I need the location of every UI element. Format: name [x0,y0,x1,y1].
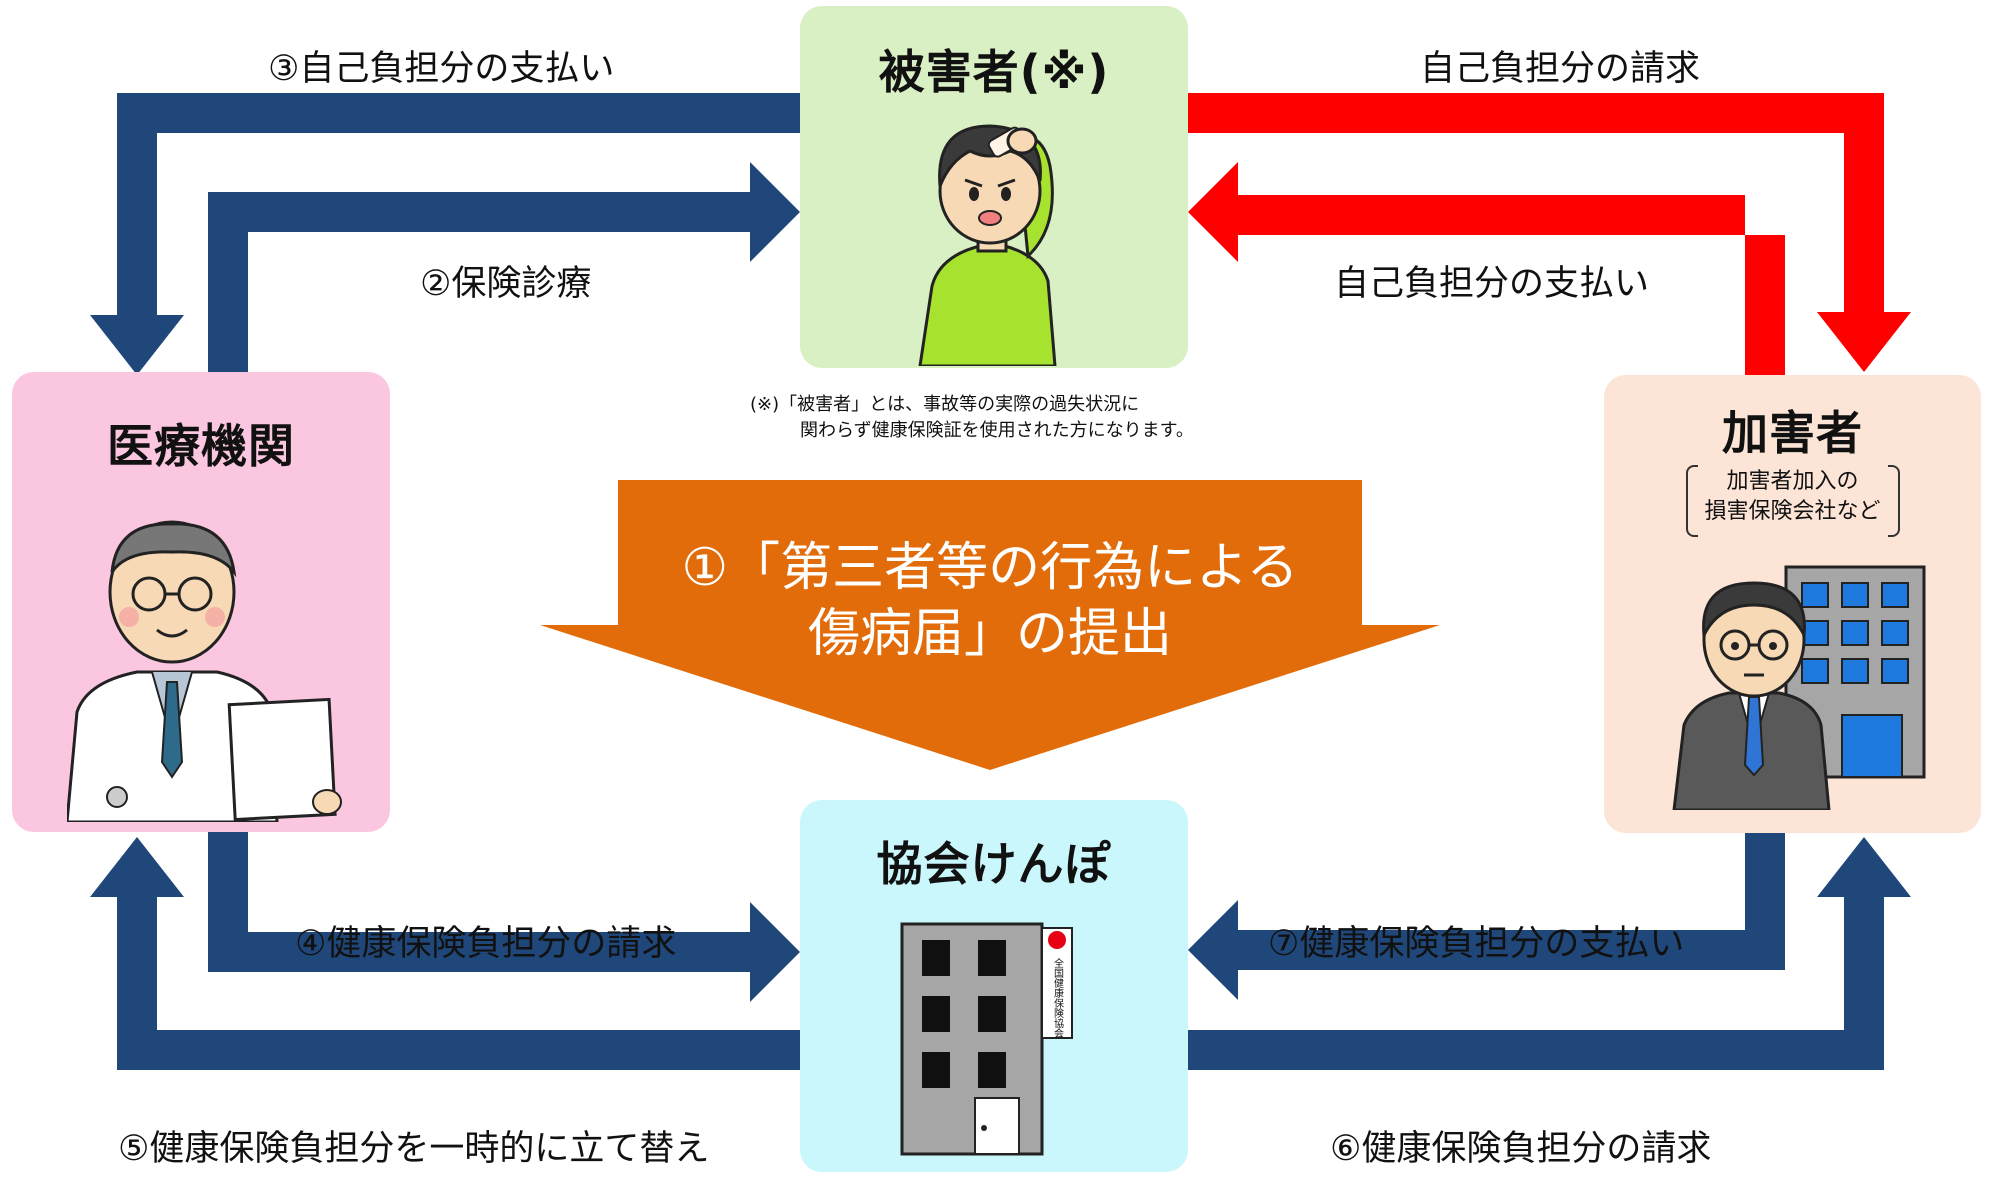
doctor-icon [67,520,342,822]
label-6-claim: ⑥健康保険負担分の請求 [1330,1129,1712,1169]
label-self-pay-payment: 自己負担分の支払い [1334,264,1650,304]
label-2-insured-treatment: ②保険診療 [420,264,592,304]
arrow-7-payment [1188,832,1785,1000]
insurer-title: 協会けんぽ [876,837,1112,891]
arrow-2-insured-treatment [208,162,800,375]
victim-note-line2: 関わらず健康保険証を使用された方になります。 [800,420,1194,441]
label-self-pay-claim: 自己負担分の請求 [1420,49,1701,89]
sign-main: 全国健康保険協会 [1052,957,1064,1039]
arrow-5-advance [90,837,800,1070]
victim-box: 被害者(※) [800,6,1188,368]
offender-title: 加害者 [1722,406,1863,460]
arrow-self-pay-claim [1188,93,1911,372]
label-5-advance: ⑤健康保険負担分を一時的に立て替え [118,1129,710,1169]
arrow-4-claim [208,832,800,1002]
office-worker-icon [1672,581,1831,810]
label-3-self-pay: ③自己負担分の支払い [268,49,615,89]
arrow-1-notification [540,480,1440,770]
offender-sub-line1: 加害者加入の [1726,469,1859,494]
bracket-right [1888,465,1900,537]
offender-sub-line2: 損害保険会社など [1704,499,1881,524]
label-4-claim: ④健康保険負担分の請求 [295,924,677,964]
label-7-payment: ⑦健康保険負担分の支払い [1268,924,1685,964]
arrow-6-claim [1188,837,1911,1070]
bracket-left [1686,465,1698,537]
center-line2: 傷病届」の提出 [807,604,1172,664]
center-line1: ①「第三者等の行為による [681,538,1299,598]
victim-note-line1: (※)「被害者」とは、事故等の実際の過失状況に [750,394,1140,415]
injured-victim-icon [918,124,1057,366]
arrow-self-pay-payment [1188,162,1785,375]
insurer-box: 協会けんぽ 全国健康保険協会 [800,800,1188,1172]
kyokai-building-icon: 全国健康保険協会 [900,922,1073,1156]
medical-box: 医療機関 [12,372,390,832]
victim-title: 被害者(※) [878,45,1110,99]
arrow-3-self-pay [90,93,800,375]
medical-title: 医療機関 [107,419,295,473]
company-building-icon [1784,565,1926,779]
offender-box: 加害者 加害者加入の 損害保険会社など [1604,375,1981,833]
